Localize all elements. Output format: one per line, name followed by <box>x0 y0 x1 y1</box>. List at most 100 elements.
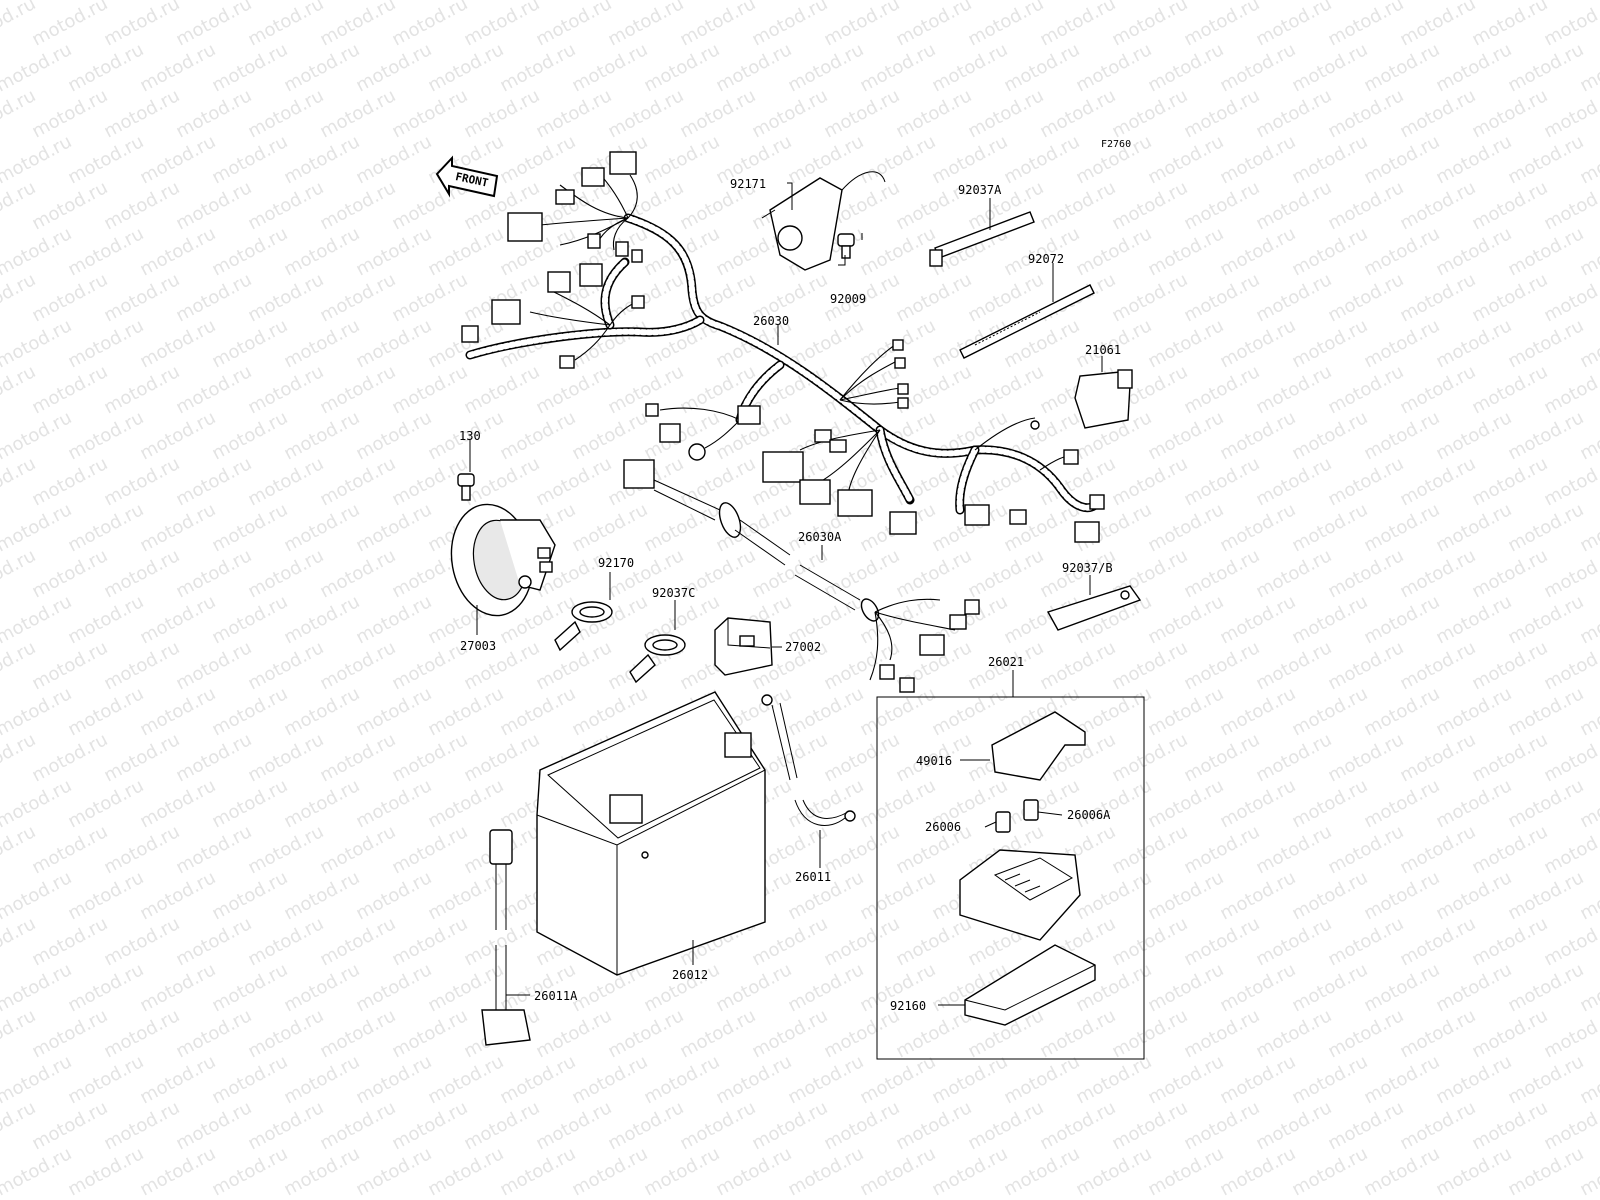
watermark-text: motod.ru <box>64 775 147 832</box>
watermark-text: motod.ru <box>1468 821 1551 878</box>
watermark-text: motod.ru <box>748 1005 831 1062</box>
watermark-text: motod.ru <box>1360 683 1443 740</box>
watermark-text: motod.ru <box>1396 453 1479 510</box>
watermark-text: motod.ru <box>388 821 471 878</box>
watermark-text: motod.ru <box>892 0 975 50</box>
watermark-text: motod.ru <box>856 131 939 188</box>
watermark-text: motod.ru <box>1252 361 1335 418</box>
watermark-text: motod.ru <box>100 821 183 878</box>
watermark-text: motod.ru <box>316 1005 399 1062</box>
watermark-text: motod.ru <box>1360 1051 1443 1108</box>
connector-p <box>894 357 906 369</box>
watermark-text: motod.ru <box>676 1097 759 1154</box>
band-92037b <box>1046 585 1142 631</box>
watermark-text: motod.ru <box>1288 591 1371 648</box>
watermark-text: motod.ru <box>64 959 147 1016</box>
watermark-text: motod.ru <box>136 1143 219 1200</box>
watermark-text: motod.ru <box>1288 959 1371 1016</box>
watermark-text: motod.ru <box>820 85 903 142</box>
watermark-text: motod.ru <box>316 1097 399 1154</box>
terminal-d <box>879 664 895 680</box>
watermark-text: motod.ru <box>1252 269 1335 326</box>
watermark-text: motod.ru <box>1396 729 1479 786</box>
watermark-text: motod.ru <box>64 591 147 648</box>
watermark-text: motod.ru <box>424 39 507 96</box>
watermark-text: motod.ru <box>280 683 363 740</box>
watermark-text: motod.ru <box>1396 269 1479 326</box>
watermark-text: motod.ru <box>460 0 543 50</box>
connector-r <box>897 397 909 409</box>
watermark-text: motod.ru <box>28 0 111 50</box>
watermark-text: motod.ru <box>1432 223 1515 280</box>
watermark-text: motod.ru <box>244 1097 327 1154</box>
watermark-text: motod.ru <box>1144 223 1227 280</box>
label-26021: 26021 <box>988 655 1024 669</box>
watermark-text: motod.ru <box>352 407 435 464</box>
watermark-text: motod.ru <box>388 1097 471 1154</box>
watermark-text: motod.ru <box>1504 591 1587 648</box>
watermark-text: motod.ru <box>28 269 111 326</box>
watermark-text: motod.ru <box>424 867 507 924</box>
watermark-text: motod.ru <box>136 683 219 740</box>
watermark-text: motod.ru <box>28 545 111 602</box>
watermark-text: motod.ru <box>172 1097 255 1154</box>
label-26030a: 26030A <box>798 530 842 544</box>
watermark-text: motod.ru <box>1000 1051 1083 1108</box>
watermark-text: motod.ru <box>928 1143 1011 1200</box>
watermark-text: motod.ru <box>1360 39 1443 96</box>
watermark-text: motod.ru <box>244 1005 327 1062</box>
main-wiring-harness <box>461 151 1105 543</box>
watermark-text: motod.ru <box>676 453 759 510</box>
watermark-text: motod.ru <box>100 361 183 418</box>
watermark-text: motod.ru <box>1468 1005 1551 1062</box>
connector-l <box>645 403 659 417</box>
watermark-text: motod.ru <box>388 913 471 970</box>
watermark-text: motod.ru <box>784 683 867 740</box>
watermark-text: motod.ru <box>172 1005 255 1062</box>
watermark-text: motod.ru <box>1504 775 1587 832</box>
watermark-text: motod.ru <box>172 729 255 786</box>
watermark-text: motod.ru <box>1108 913 1191 970</box>
watermark-text: motod.ru <box>1504 223 1587 280</box>
watermark-text: motod.ru <box>64 1051 147 1108</box>
watermark-text: motod.ru <box>316 269 399 326</box>
watermark-text: motod.ru <box>1396 913 1479 970</box>
watermark-text: motod.ru <box>136 591 219 648</box>
watermark-text: motod.ru <box>352 591 435 648</box>
watermark-text: motod.ru <box>1468 85 1551 142</box>
watermark-text: motod.ru <box>1072 867 1155 924</box>
connector-c <box>555 189 575 205</box>
watermark-text: motod.ru <box>208 39 291 96</box>
clamp-92170 <box>554 601 613 652</box>
watermark-text: motod.ru <box>1324 85 1407 142</box>
watermark-text: motod.ru <box>1360 315 1443 372</box>
watermark-text: motod.ru <box>1144 315 1227 372</box>
watermark-text: motod.ru <box>892 1097 975 1154</box>
watermark-text: motod.ru <box>1324 361 1407 418</box>
watermark-text: motod.ru <box>208 683 291 740</box>
connector-o <box>892 339 904 351</box>
watermark-text: motod.ru <box>1072 223 1155 280</box>
watermark-text: motod.ru <box>1180 1005 1263 1062</box>
watermark-text: motod.ru <box>172 637 255 694</box>
watermark-text: motod.ru <box>1216 499 1299 556</box>
watermark-text: motod.ru <box>100 637 183 694</box>
watermark-text: motod.ru <box>1000 131 1083 188</box>
watermark-text: motod.ru <box>172 85 255 142</box>
watermark-text: motod.ru <box>172 177 255 234</box>
watermark-text: motod.ru <box>1360 499 1443 556</box>
watermark-text: motod.ru <box>1396 0 1479 50</box>
watermark-text: motod.ru <box>1180 821 1263 878</box>
watermark-text: motod.ru <box>1468 453 1551 510</box>
watermark-text: motod.ru <box>532 0 615 50</box>
watermark-text: motod.ru <box>1180 269 1263 326</box>
watermark-text: motod.ru <box>424 683 507 740</box>
watermark-text: motod.ru <box>172 913 255 970</box>
watermark-text: motod.ru <box>1324 0 1407 50</box>
watermark-text: motod.ru <box>460 85 543 142</box>
label-27002: 27002 <box>785 640 821 654</box>
watermark-text: motod.ru <box>604 0 687 50</box>
watermark-text: motod.ru <box>172 361 255 418</box>
fuse-holder-b <box>829 439 847 453</box>
watermark-text: motod.ru <box>1324 729 1407 786</box>
